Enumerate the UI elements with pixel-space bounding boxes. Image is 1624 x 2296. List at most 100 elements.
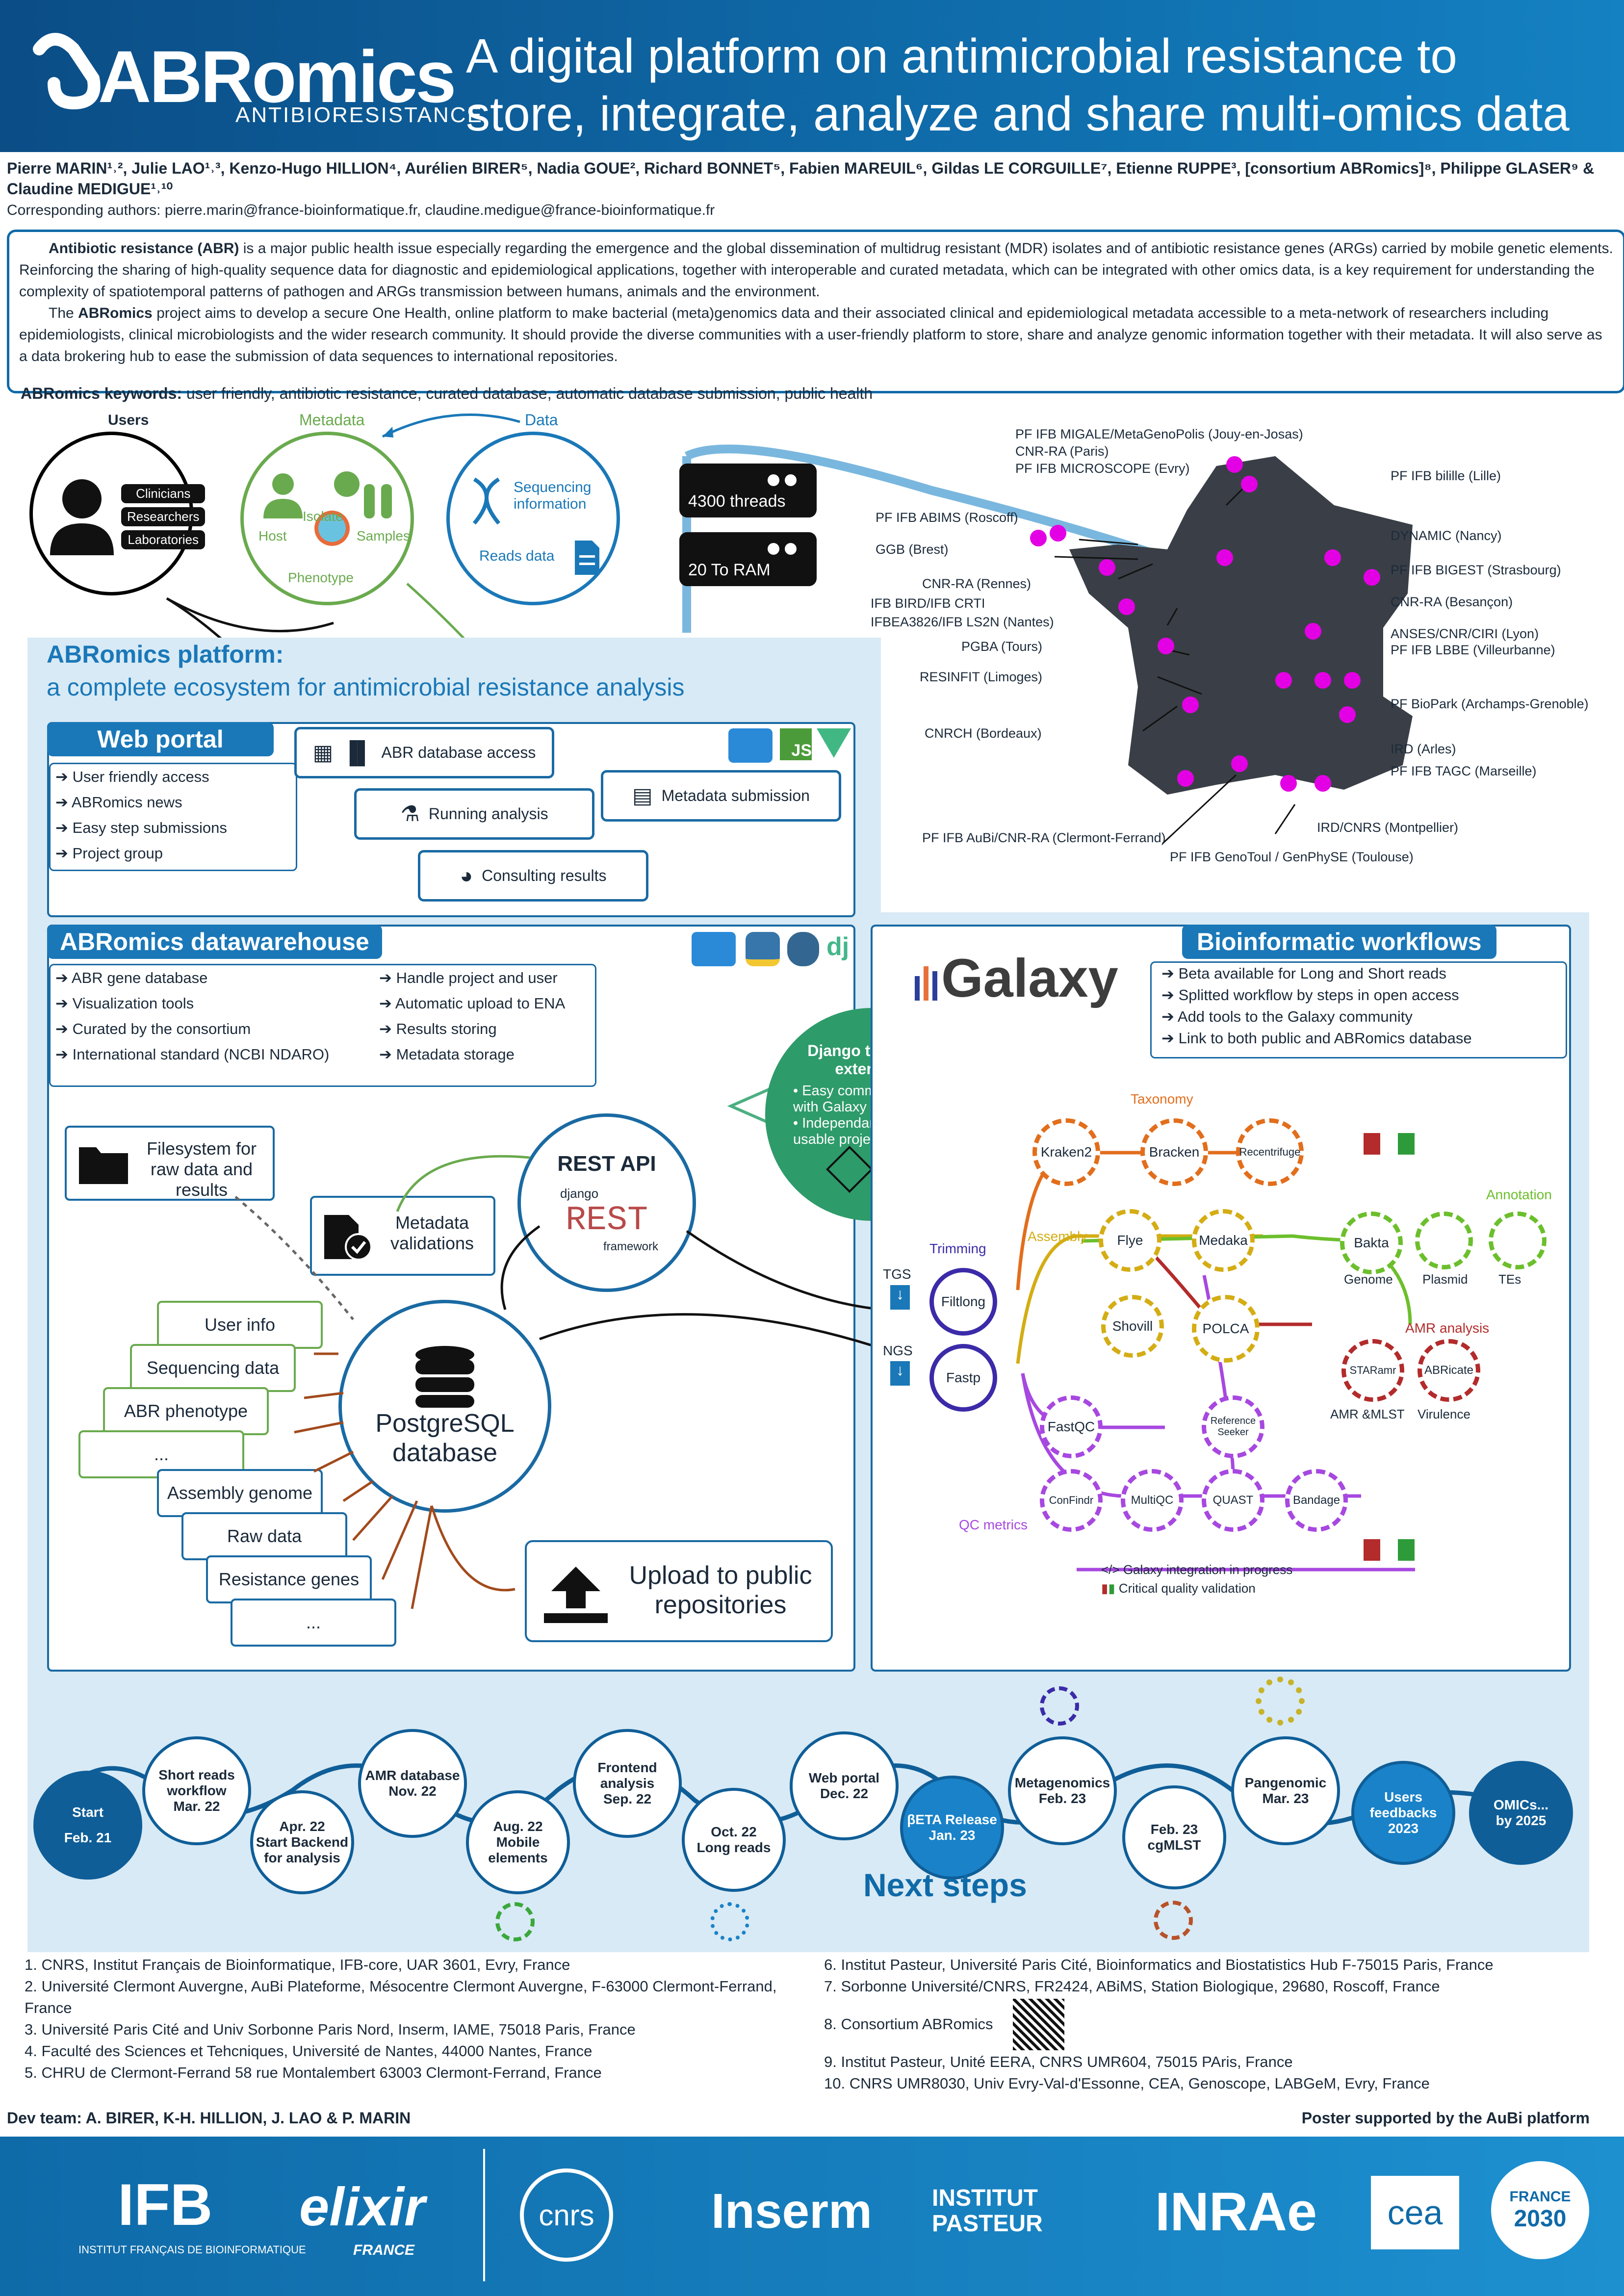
validated-document-icon bbox=[324, 1215, 372, 1261]
postgresql-circle: PostgreSQL database bbox=[338, 1300, 551, 1513]
bullet: ➔ Easy step submissions bbox=[55, 819, 227, 836]
vue-icon bbox=[817, 728, 851, 758]
site-marker bbox=[1030, 530, 1047, 546]
bullet-text: Visualization tools bbox=[72, 995, 194, 1012]
server-led-icon bbox=[785, 474, 797, 486]
galaxy-label: Galaxy bbox=[941, 948, 1118, 1008]
pie-chart-icon: ◕ bbox=[460, 863, 473, 888]
authors: Pierre MARIN¹˒², Julie LAO¹˒³, Kenzo-Hug… bbox=[7, 159, 1595, 198]
node-label: Short reads workflow bbox=[158, 1767, 235, 1798]
tool-fastqc[interactable]: FastQC bbox=[1040, 1395, 1103, 1458]
django-icon: dj bbox=[826, 932, 850, 961]
download-icon: ↓ bbox=[890, 1361, 910, 1386]
node-label: Users feedbacks bbox=[1369, 1789, 1437, 1820]
france-map bbox=[1069, 456, 1413, 795]
tool-polca[interactable]: POLCA bbox=[1192, 1295, 1260, 1363]
bullet: ➔ Handle project and user bbox=[379, 969, 558, 986]
metadata-validations-box: Metadata validations bbox=[310, 1196, 495, 1276]
users-title: Users bbox=[108, 412, 149, 428]
node-date: Feb. 21 bbox=[64, 1830, 112, 1845]
node-label: Web portal bbox=[808, 1770, 880, 1785]
tool-medaka[interactable]: Medaka bbox=[1192, 1209, 1255, 1272]
tool-plasmid[interactable] bbox=[1415, 1212, 1473, 1269]
next-steps: Next steps bbox=[863, 1867, 1027, 1903]
stack-abr-phenotype: ABR phenotype bbox=[103, 1387, 269, 1435]
metadata-submission-button[interactable]: ▤ Metadata submission bbox=[601, 770, 841, 822]
running-analysis-button[interactable]: ⚗ Running analysis bbox=[354, 788, 594, 840]
docker-icon bbox=[692, 932, 736, 966]
bullet-text: Automatic upload to ENA bbox=[395, 995, 566, 1012]
site-marker bbox=[1226, 456, 1243, 473]
tool-bracken[interactable]: Bracken bbox=[1140, 1118, 1208, 1186]
tool-confindr[interactable]: ConFindr bbox=[1040, 1469, 1103, 1532]
tool-bandage[interactable]: Bandage bbox=[1285, 1469, 1348, 1532]
bullet: ➔ ABR gene database bbox=[55, 969, 208, 986]
tool-shovill[interactable]: Shovill bbox=[1101, 1295, 1164, 1358]
metadata-title: Metadata bbox=[299, 411, 365, 429]
tool-quast[interactable]: QUAST bbox=[1202, 1469, 1264, 1532]
poster-title: A digital platform on antimicrobial resi… bbox=[466, 27, 1609, 143]
tool-bakta[interactable]: Bakta bbox=[1340, 1212, 1403, 1274]
affiliation: 2. Université Clermont Auvergne, AuBi Pl… bbox=[25, 1978, 777, 2016]
rest-framework-logo: REST bbox=[565, 1201, 648, 1240]
flask-icon: ⚗ bbox=[400, 802, 420, 826]
stack-resistance-genes: Resistance genes bbox=[206, 1555, 372, 1603]
map-label: PF IFB TAGC (Marseille) bbox=[1391, 764, 1537, 778]
map-label: PGBA (Tours) bbox=[961, 639, 1043, 654]
affiliation: 10. CNRS UMR8030, Univ Evry-Val-d'Essonn… bbox=[824, 2075, 1430, 2092]
stack-user-info: User info bbox=[157, 1301, 323, 1349]
taxonomy-label: Taxonomy bbox=[1131, 1091, 1193, 1107]
role-researchers: Researchers bbox=[121, 507, 206, 526]
server-led-icon bbox=[768, 474, 779, 486]
node-label: cgMLST bbox=[1147, 1837, 1201, 1853]
timeline-omics: OMICs...by 2025 bbox=[1469, 1761, 1573, 1865]
role-clinicians: Clinicians bbox=[121, 484, 206, 503]
python-icon bbox=[746, 932, 780, 966]
affiliation: 9. Institut Pasteur, Unité EERA, CNRS UM… bbox=[824, 2053, 1293, 2070]
consulting-results-button[interactable]: ◕ Consulting results bbox=[418, 850, 648, 902]
tool-staramr[interactable]: STARamr bbox=[1341, 1339, 1404, 1402]
affiliation: 1. CNRS, Institut Français de Bioinforma… bbox=[25, 1956, 570, 1973]
intro-p2-text: project aims to develop a secure One Hea… bbox=[19, 305, 1602, 364]
intro-abromics-term: ABRomics bbox=[78, 305, 153, 321]
tool-multiqc[interactable]: MultiQC bbox=[1121, 1469, 1184, 1532]
person-icon bbox=[50, 479, 114, 555]
tool-kraken2[interactable]: Kraken2 bbox=[1032, 1118, 1100, 1186]
bullet-text: Handle project and user bbox=[396, 969, 558, 986]
node-label: AMR database bbox=[365, 1768, 460, 1783]
abr-database-access-button[interactable]: ▦▐▌ ABR database access bbox=[294, 727, 554, 778]
users-circle: Clinicians Researchers Laboratories bbox=[29, 432, 206, 595]
tool-reference-seeker[interactable]: Reference Seeker bbox=[1202, 1395, 1264, 1458]
cea-logo: cea bbox=[1371, 2176, 1459, 2249]
role-laboratories: Laboratories bbox=[121, 530, 206, 549]
tool-tes[interactable] bbox=[1489, 1212, 1547, 1269]
django-label: django bbox=[560, 1186, 599, 1201]
tool-abricate[interactable]: ABRicate bbox=[1418, 1339, 1480, 1402]
data-title: Data bbox=[525, 411, 558, 429]
france-2030-logo: FRANCE 2030 bbox=[1491, 2161, 1589, 2259]
site-marker bbox=[1177, 770, 1194, 787]
node-label: OMICs... bbox=[1493, 1797, 1548, 1812]
node-date: Aug. 22 bbox=[493, 1819, 543, 1834]
tool-recentrifuge[interactable]: Recentrifuge bbox=[1236, 1118, 1304, 1186]
intro-abr-term: Antibiotic resistance (ABR) bbox=[49, 240, 239, 257]
footer-divider bbox=[483, 2149, 485, 2281]
filesystem-label: Filesystem for raw data and results bbox=[146, 1138, 257, 1200]
cnrs-logo: cnrs bbox=[520, 2168, 613, 2262]
intro-p2-pre: The bbox=[49, 305, 78, 321]
map-label: PF IFB LBBE (Villeurbanne) bbox=[1391, 643, 1555, 657]
footer-banner: IFB INSTITUT FRANÇAIS DE BIOINFORMATIQUE… bbox=[0, 2137, 1624, 2296]
tool-filtlong[interactable]: Filtlong bbox=[929, 1268, 997, 1336]
tool-flye[interactable]: Flye bbox=[1099, 1209, 1161, 1272]
quality-pass-icon bbox=[1398, 1539, 1415, 1561]
tool-fastp[interactable]: Fastp bbox=[929, 1344, 997, 1412]
server-led-icon bbox=[785, 543, 797, 555]
site-marker bbox=[1344, 672, 1361, 689]
metadata-icons bbox=[263, 471, 392, 546]
node-label: Frontend analysis bbox=[597, 1760, 657, 1791]
node-date: Jan. 23 bbox=[928, 1828, 976, 1843]
